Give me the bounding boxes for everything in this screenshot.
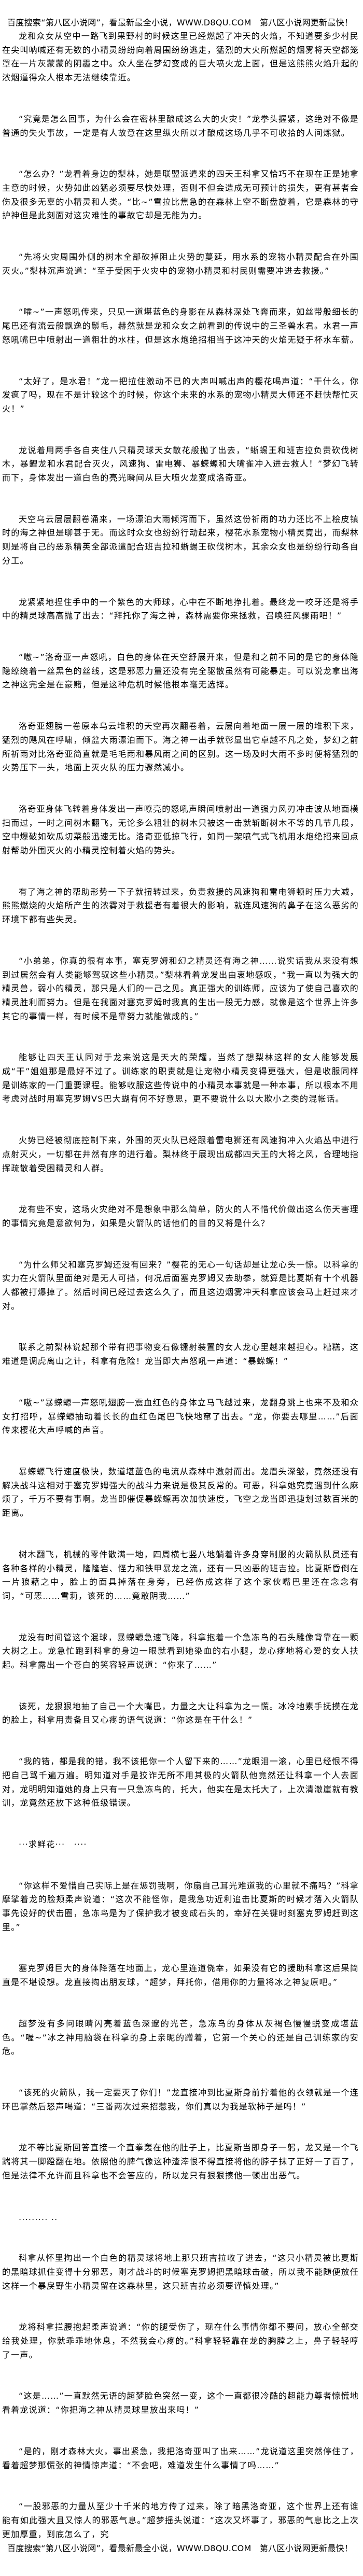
chapter-paragraph: “嗷~”洛奇亚一声怒吼，白色的身体在天空舒展开来，但是和之前不同的是它的身体隐隐… [2, 652, 359, 690]
chapter-paragraph: “为什么师父和塞克罗姆还没有回来？”樱花的无心一句话却是让龙心头一惊。以科拿的实… [2, 1259, 359, 1311]
chapter-paragraph: 龙紧紧地捏住手中的一个紫色的大师球，心中在不断地挣扎着。最终龙一咬牙还是将手中的… [2, 597, 359, 621]
chapter-paragraph: 超梦没有多问眼睛闪亮着蓝色深邃的光芒，急冻鸟的身体从灰褐色慢慢蜕变成堪蓝色。“喔… [2, 2018, 359, 2057]
chapter-paragraph: “你这样不爱惜自己实际上是在惩罚我啊，你扇自己耳光难道我的心里就不痛吗？”科拿摩… [2, 1880, 359, 1932]
chapter-paragraph: ......... .. [19, 2212, 58, 2222]
chapter-paragraph: ···求鲜花··· ···· [19, 1839, 87, 1849]
chapter-paragraph: “小弟弟，你真的很有本事，塞克罗姆和幻之精灵还有海之神……说实话我从来没有想到过… [2, 955, 359, 1021]
chapter-paragraph: 洛奇亚身体飞转着身体发出一声嘹亮的怒吼声瞬间喷射出一道强力风刃冲击波从地面横扫而… [2, 804, 359, 856]
chapter-paragraph: “这是……”一直默然无语的超梦脸色突然一变，这个一直都很冷酷的超能力尊者惊慌地看… [2, 2391, 359, 2415]
chapter-content: 龙和众女从空中一路飞到果野村的时候这里已经燃起了冲天的火焰，不知道要多少村民在尖… [2, 30, 359, 2541]
chapter-paragraph: “太好了，是水君！”龙一把拉住激动不已的大声叫喊出声的樱花喝声道：“干什么，你发… [2, 376, 359, 414]
chapter-paragraph: “究竟是怎么回事，为什么会在密林里酿成这么大的火灾！”龙拳头握紧，这绝对不像是普… [2, 114, 359, 138]
chapter-paragraph: “我的错，都是我的错，我不该把你一个人留下来的……”龙眼泪一滚，心里已经恨不得把… [2, 1756, 359, 1808]
chapter-paragraph: 龙说着用两手各自夹住八只精灵球天女散花般抛了出去，“蜥蜴王和班吉拉负责砍伐树木，… [2, 445, 359, 483]
site-banner-bottom: 百度搜索“第八区小说网”，看最新最全小说，WWW.D8QU.COM 第八区小说网… [7, 2543, 353, 2554]
chapter-paragraph: “怎么办？”龙看着身边的梨林，她是联盟派遣来的四天王科拿又恰巧不在现在正是她拿主… [2, 169, 359, 221]
chapter-paragraph: 龙有些不安，这场火灾绝对不是想象中那么简单，防火的人不惜代价做出这么伤天害理的事… [2, 1204, 359, 1228]
chapter-paragraph: 火势已经被彻底控制下来，外围的灭火队已经跟着雷电狮还有风速狗冲入火焰丛中进行点射… [2, 1135, 359, 1173]
chapter-paragraph: 该死，龙狠狠地抽了自己一个大嘴巴，力量之大让科拿为之一慌。冰冷地素手抚摸在龙的脸… [2, 1701, 359, 1725]
chapter-paragraph: 联系之前梨林说起那个带有把事物变石像镭射装置的女人龙心里越来越担心。糟糕，这难道… [2, 1342, 359, 1367]
chapter-paragraph: “一股邪恶的力量从至少十千米的地方传了过来，除了暗黑洛奇亚，这个世界上还有谁能有… [2, 2501, 359, 2539]
chapter-paragraph: 天空乌云层层翻卷涌来，一场漂泊大雨倾泻而下，虽然这份祈雨的功力还比不上桧皮镇时的… [2, 514, 359, 566]
chapter-paragraph: “先将火灾周围外侧的树木全部砍掉阻止火势的蔓延，用水系的宠物小精灵配合在外围灭火… [2, 252, 359, 276]
chapter-paragraph: 龙没有时间管这个混球，暴蝾螈急速飞降，科拿抱着一个急冻鸟的石头雕像背靠在一颗大树… [2, 1632, 359, 1670]
chapter-paragraph: 科拿从怀里掏出一个白色的精灵球将地上那只班吉拉收了进去，“这只小精灵被比夏斯的黑… [2, 2253, 359, 2291]
chapter-paragraph: 塞克罗姆巨大的身体降落在地面上，龙心里连道侥幸，如果没有它的援助科拿这后果简直是… [2, 1963, 359, 1988]
chapter-paragraph: 龙和众女从空中一路飞到果野村的时候这里已经燃起了冲天的火焰，不知道要多少村民在尖… [2, 31, 359, 83]
chapter-paragraph: 能够让四天王认同对于龙来说这是天大的荣耀，当然了想梨林这样的女人能够发展成“干”… [2, 1052, 359, 1104]
chapter-paragraph: “嗷~”暴蝾螈一声怒吼翅膀一震血红色的身体立马飞越过来，龙翻身跳上也来不及和众女… [2, 1397, 359, 1435]
chapter-paragraph: 龙将科拿拦腰抱起柔声说道：“你的腿受伤了，现在什么事情你都不要问，放心全部交给我… [2, 2322, 359, 2360]
chapter-paragraph: 龙不等比夏斯回答直接一个直拳轰在他的肚子上，比夏斯当即身子一躬，龙又是一个飞踹将… [2, 2143, 359, 2180]
chapter-paragraph: 暴蝾螈飞行速度极快，数道堪蓝色的电流从森林中激射而出。龙眉头深皱，竟然还没有解决… [2, 1467, 359, 1518]
chapter-paragraph: 有了海之神的帮助形势一下子就扭转过来，负责救援的风速狗和雷电狮顿时压力大减，熊熊… [2, 886, 359, 925]
chapter-paragraph: 洛奇亚翅膀一卷原本乌云堆积的天空再次翻卷着，云层向着地面一层一层的堆积下来，猛烈… [2, 721, 359, 773]
chapter-paragraph: “该死的火箭队，我一定要灭了你们！”龙直接冲到比夏斯身前拧着他的衣领就是一个连环… [2, 2087, 359, 2112]
chapter-paragraph: “是的，刚才森林大火，事出紧急，我把洛奇亚叫了出来……”龙说道这里突然停住了，看… [2, 2446, 359, 2470]
chapter-paragraph: “嚯~”一声怒吼传来，只见一道堪蓝色的身影在从森林深处飞奔而来，如丝带般细长的尾… [2, 307, 359, 345]
site-banner-top: 百度搜索“第八区小说网”，看最新最全小说，WWW.D8QU.COM 第八区小说网… [7, 18, 353, 27]
chapter-paragraph: 树木翻飞，机械的零件散满一地，四周横七竖八地躺着许多身穿制服的火箭队队员还有各种… [2, 1549, 359, 1601]
